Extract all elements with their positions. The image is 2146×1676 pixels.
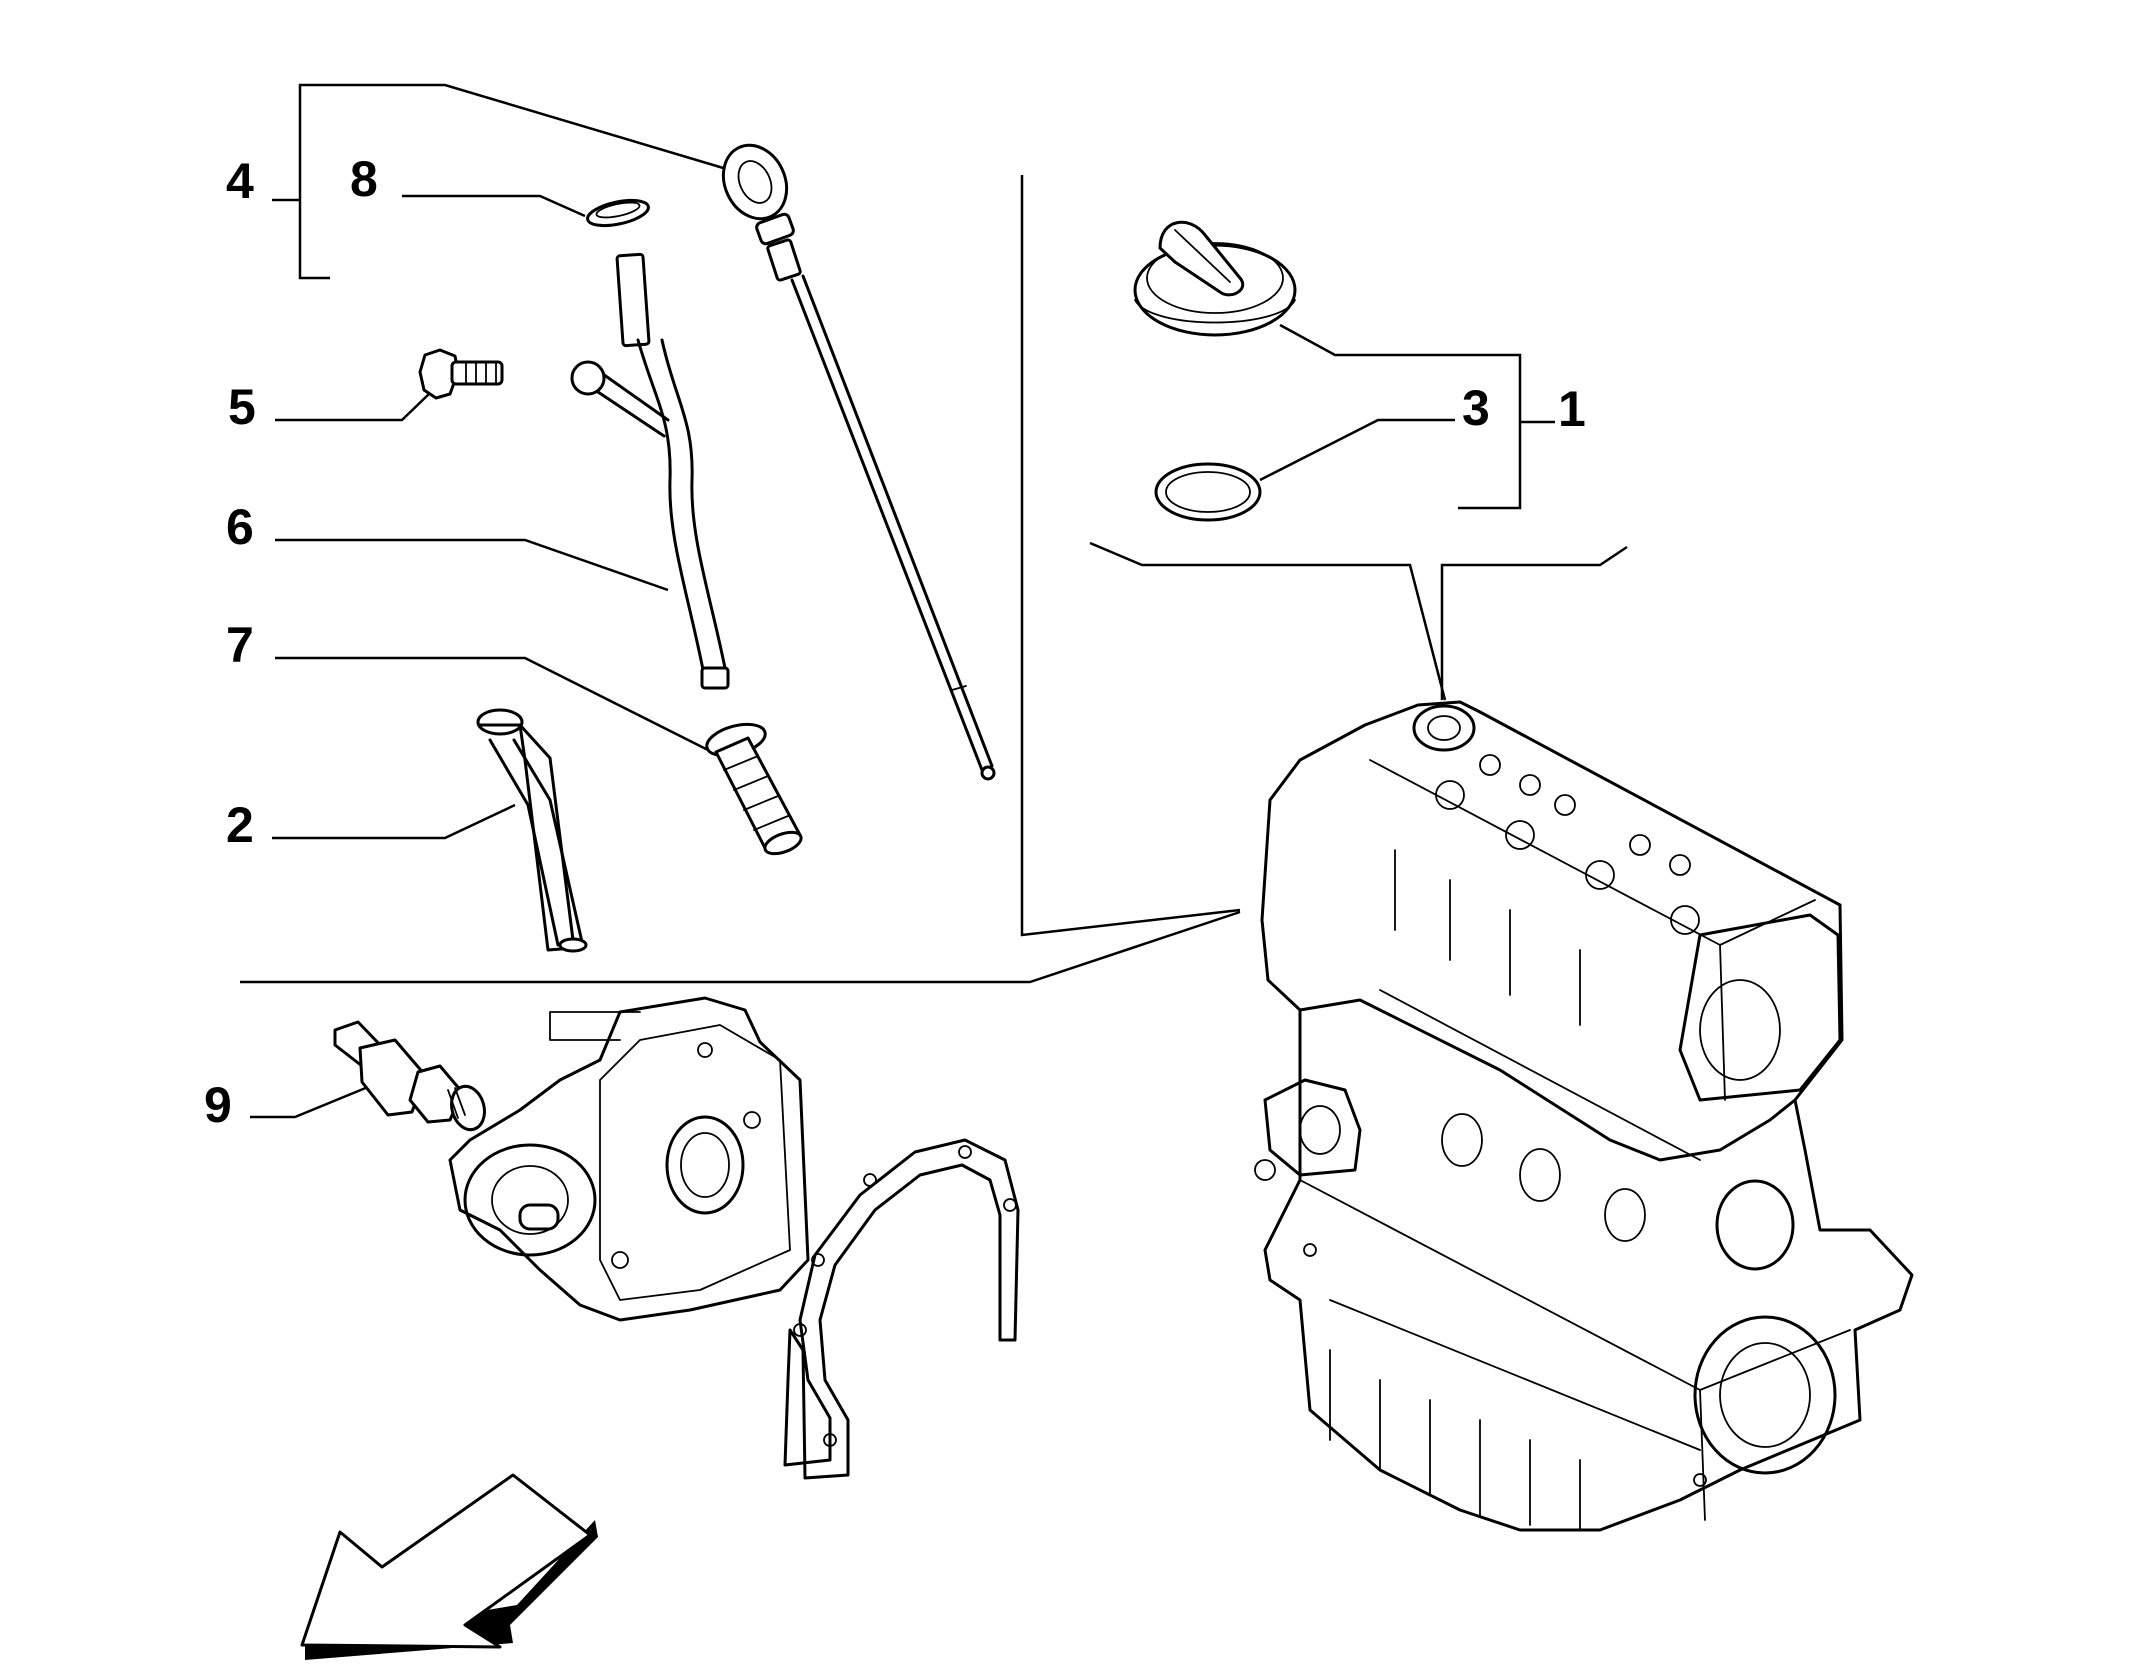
rubber-sleeve-icon [705, 722, 803, 856]
callout-9: 9 [204, 1077, 232, 1133]
oil-pressure-switch-icon [333, 1020, 486, 1132]
direction-arrow-icon [300, 1473, 598, 1660]
callout-labels: 4 8 5 6 7 2 9 3 1 [204, 151, 1586, 1133]
leader-lines [240, 83, 1628, 1119]
callout-2: 2 [226, 797, 254, 853]
engine-assembly-icon [1254, 700, 1914, 1532]
callout-3: 3 [1462, 380, 1490, 436]
guide-tube-icon [476, 708, 588, 953]
callout-6: 6 [226, 499, 254, 555]
callout-8: 8 [350, 151, 378, 207]
gasket-icon [783, 1138, 1020, 1480]
callout-1: 1 [1558, 381, 1586, 437]
callout-7: 7 [226, 617, 254, 673]
callout-4: 4 [226, 153, 254, 209]
callout-5: 5 [228, 379, 256, 435]
o-ring-icon [586, 198, 650, 228]
dipstick-tube-icon [570, 252, 730, 690]
cap-seal-icon [1154, 462, 1262, 522]
oil-filler-cap-icon [1133, 220, 1297, 337]
dipstick-icon [721, 143, 996, 781]
oil-pump-housing-icon [448, 996, 810, 1322]
screw-icon [418, 348, 504, 400]
